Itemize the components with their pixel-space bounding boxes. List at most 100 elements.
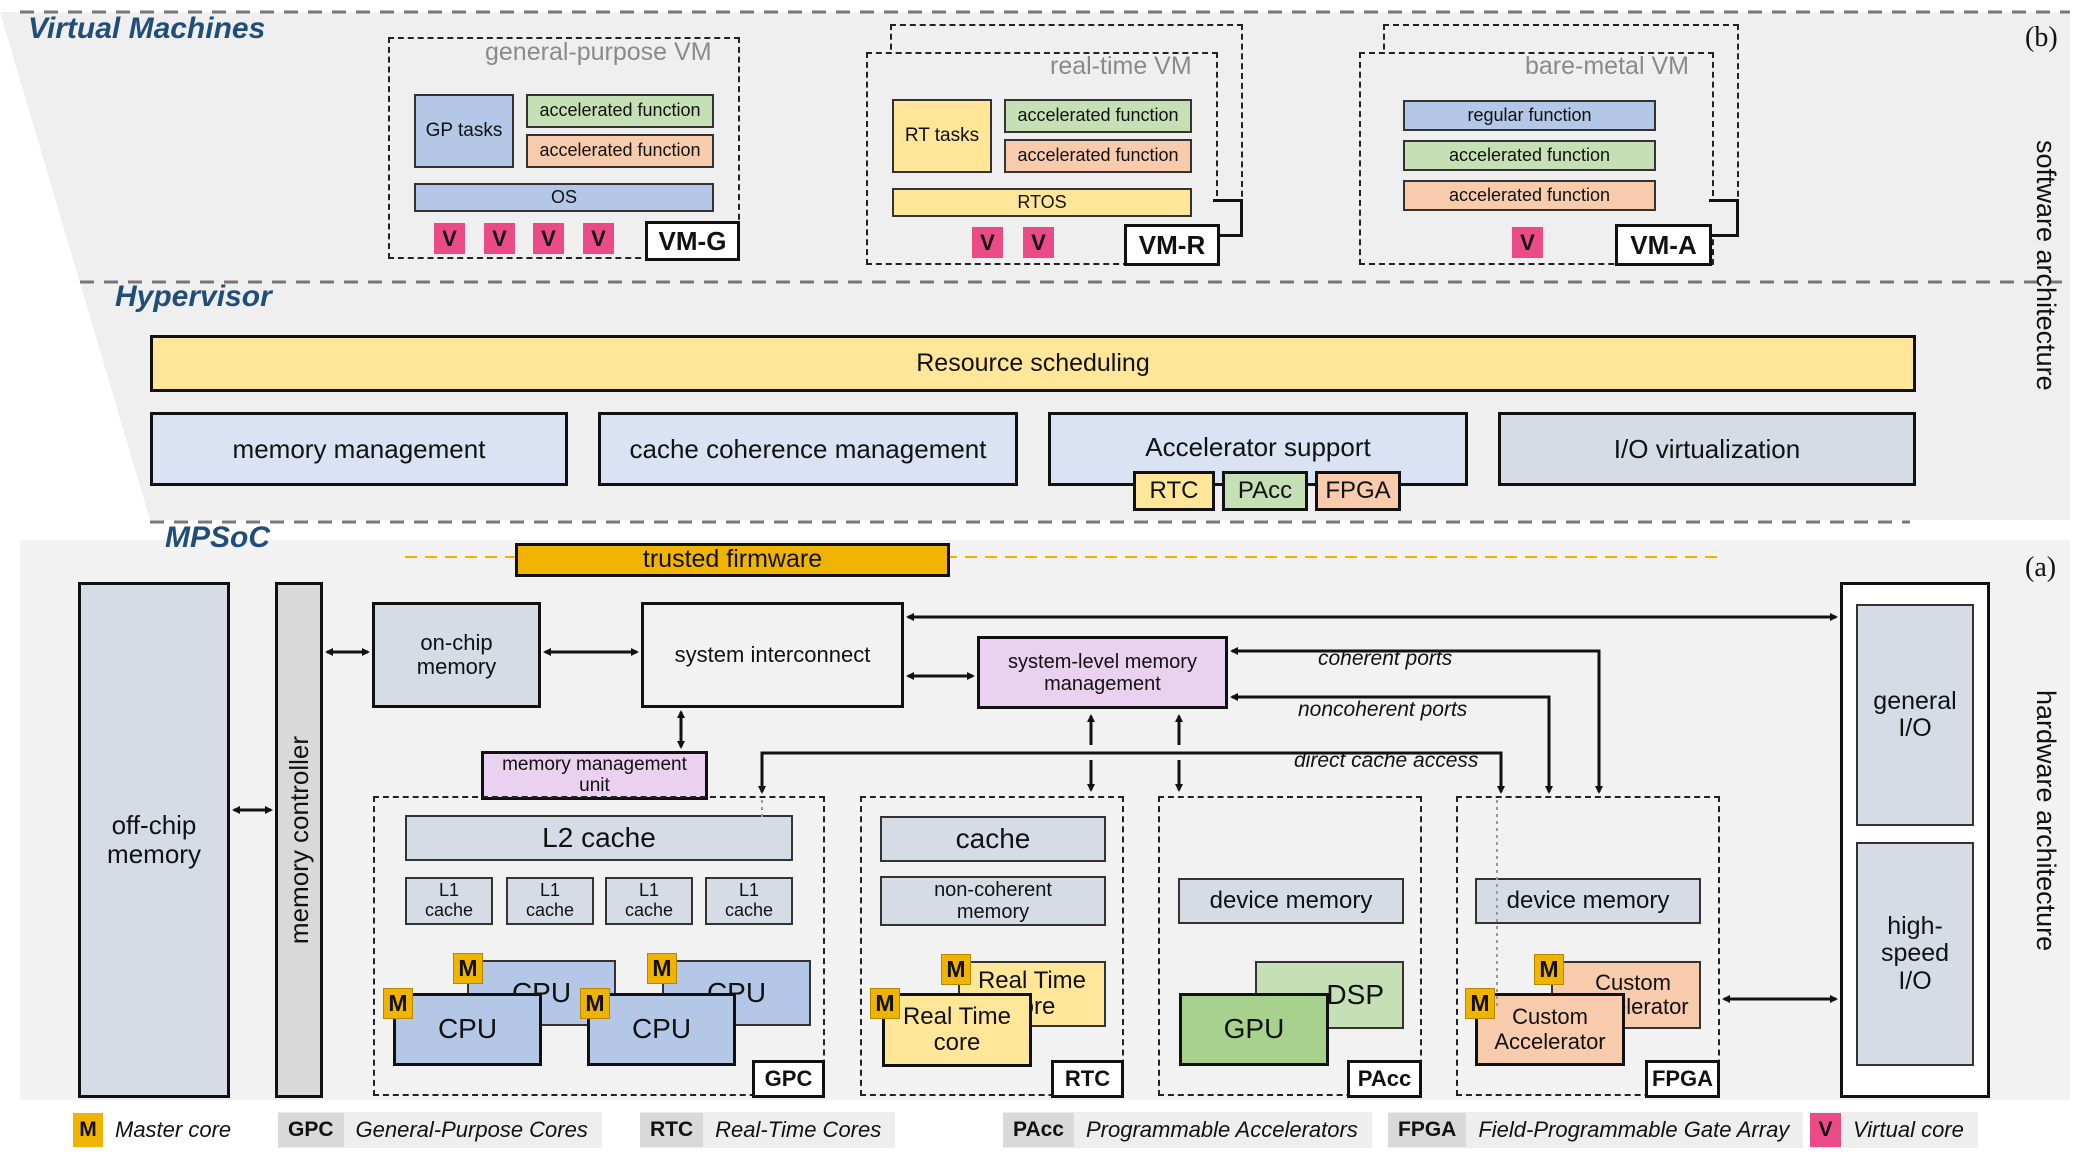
software-architecture-label: software architecture bbox=[2031, 140, 2061, 391]
vm-g-os: OS bbox=[414, 183, 714, 212]
pacc-device-memory: device memory bbox=[1178, 878, 1404, 924]
rtc-cache: cache bbox=[880, 816, 1106, 862]
gpc-master-core-4: M bbox=[580, 988, 610, 1019]
gpc-frame bbox=[373, 796, 825, 1096]
legend-gpc-key: GPC bbox=[278, 1113, 344, 1147]
l1-cache-3: L1 cache bbox=[605, 877, 693, 925]
vm-r-stack-tab bbox=[1213, 199, 1243, 237]
l1-cache-1: L1 cache bbox=[405, 877, 493, 925]
vm-r-vcore-2: V bbox=[1023, 227, 1054, 258]
system-interconnect: system interconnect bbox=[641, 602, 904, 708]
mpsoc-title: MPSoC bbox=[165, 521, 270, 554]
vm-a-accel-1: accelerated function bbox=[1403, 140, 1656, 171]
legend-fpga: FPGA Field-Programmable Gate Array bbox=[1388, 1112, 1804, 1148]
l2-cache: L2 cache bbox=[405, 815, 793, 861]
legend-virtual-core: V Virtual core bbox=[1810, 1112, 1978, 1148]
legend-rtc-text: Real-Time Cores bbox=[715, 1117, 882, 1142]
fpga-frame bbox=[1456, 796, 1720, 1096]
fpga-tag: FPGA bbox=[1645, 1060, 1720, 1098]
vm-a-title: bare-metal VM bbox=[1525, 52, 1689, 80]
on-chip-memory: on-chip memory bbox=[372, 602, 541, 708]
fpga-device-memory: device memory bbox=[1475, 878, 1701, 924]
gpc-tag: GPC bbox=[752, 1060, 825, 1098]
high-speed-io: high-speed I/O bbox=[1856, 842, 1974, 1066]
vm-g-title: general-purpose VM bbox=[485, 38, 712, 66]
l1-cache-4: L1 cache bbox=[705, 877, 793, 925]
vm-r-tag: VM-R bbox=[1124, 224, 1220, 266]
virtual-machines-title: Virtual Machines bbox=[28, 12, 266, 45]
vm-a-regular-function: regular function bbox=[1403, 100, 1656, 131]
hv-pacc: PAcc bbox=[1222, 471, 1308, 511]
vm-g-frame bbox=[388, 37, 740, 259]
vm-g-accel-1: accelerated function bbox=[526, 94, 714, 128]
legend-master-core: M Master core bbox=[73, 1112, 245, 1148]
accelerator-support-label: Accelerator support bbox=[1145, 431, 1371, 462]
pacc-tag: PAcc bbox=[1347, 1060, 1422, 1098]
legend-pacc-text: Programmable Accelerators bbox=[1085, 1117, 1358, 1142]
fpga-master-core-2: M bbox=[1465, 988, 1495, 1019]
cache-coherence-management: cache coherence management bbox=[598, 412, 1018, 486]
off-chip-memory: off-chip memory bbox=[78, 582, 230, 1098]
gpc-master-core-3: M bbox=[383, 988, 413, 1019]
vm-r-accel-1: accelerated function bbox=[1004, 99, 1192, 133]
coherent-ports-link bbox=[1230, 647, 1603, 794]
gpc-master-core-2: M bbox=[647, 953, 677, 984]
legend-master-key: M bbox=[73, 1113, 103, 1147]
legend-fpga-key: FPGA bbox=[1388, 1113, 1467, 1147]
legend-master-text: Master core bbox=[115, 1117, 232, 1142]
vm-a-accel-2: accelerated function bbox=[1403, 180, 1656, 211]
cpu-front-1: CPU bbox=[393, 993, 542, 1066]
vm-g-accel-2: accelerated function bbox=[526, 134, 714, 168]
gpu: GPU bbox=[1179, 993, 1329, 1066]
vm-g-vcore-3: V bbox=[533, 223, 564, 254]
vm-r-vcore-1: V bbox=[972, 227, 1003, 258]
hypervisor-title: Hypervisor bbox=[115, 280, 272, 313]
label-a: (a) bbox=[2025, 552, 2057, 583]
vm-a-tag: VM-A bbox=[1615, 224, 1712, 266]
gpc-master-core-1: M bbox=[453, 953, 483, 984]
general-io: general I/O bbox=[1856, 604, 1974, 826]
rtc-master-core-1: M bbox=[941, 954, 971, 985]
hv-rtc: RTC bbox=[1133, 471, 1215, 511]
vm-r-accel-2: accelerated function bbox=[1004, 139, 1192, 173]
gp-tasks: GP tasks bbox=[414, 94, 514, 168]
memory-controller bbox=[275, 582, 323, 1098]
legend-virtual-text: Virtual core bbox=[1853, 1117, 1964, 1142]
rt-tasks: RT tasks bbox=[892, 99, 992, 173]
rtc-tag: RTC bbox=[1051, 1060, 1124, 1098]
non-coherent-memory: non-coherent memory bbox=[880, 876, 1106, 926]
vm-r-title: real-time VM bbox=[1050, 52, 1192, 80]
custom-accelerator-front: Custom Accelerator bbox=[1475, 993, 1625, 1066]
memory-management: memory management bbox=[150, 412, 568, 486]
vm-g-vcore-1: V bbox=[434, 223, 465, 254]
legend-pacc: PAcc Programmable Accelerators bbox=[1003, 1112, 1372, 1148]
vm-g-vcore-2: V bbox=[484, 223, 515, 254]
vm-g-vcore-4: V bbox=[583, 223, 614, 254]
legend-gpc: GPC General-Purpose Cores bbox=[278, 1112, 602, 1148]
legend-pacc-key: PAcc bbox=[1003, 1113, 1074, 1147]
pacc-frame bbox=[1158, 796, 1422, 1096]
legend-gpc-text: General-Purpose Cores bbox=[355, 1117, 588, 1142]
cpu-front-2: CPU bbox=[587, 993, 736, 1066]
noncoherent-ports-link bbox=[1230, 693, 1553, 794]
memory-management-unit: memory management unit bbox=[481, 751, 708, 800]
rtc-frame bbox=[860, 796, 1124, 1096]
rtc-master-core-2: M bbox=[870, 988, 900, 1019]
legend-fpga-text: Field-Programmable Gate Array bbox=[1478, 1117, 1790, 1142]
system-level-memory-management: system-level memory management bbox=[977, 636, 1228, 709]
vm-a-vcore-1: V bbox=[1512, 227, 1543, 258]
l1-cache-2: L1 cache bbox=[506, 877, 594, 925]
io-virtualization: I/O virtualization bbox=[1498, 412, 1916, 486]
vm-r-rtos: RTOS bbox=[892, 188, 1192, 217]
vm-g-tag: VM-G bbox=[645, 221, 740, 261]
label-b: (b) bbox=[2025, 22, 2058, 53]
resource-scheduling: Resource scheduling bbox=[150, 335, 1916, 392]
trusted-firmware: trusted firmware bbox=[515, 543, 950, 577]
legend-rtc: RTC Real-Time Cores bbox=[640, 1112, 896, 1148]
fpga-master-core-1: M bbox=[1534, 954, 1564, 985]
direct-cache-access-link bbox=[758, 751, 1505, 794]
legend-virtual-key: V bbox=[1810, 1113, 1841, 1147]
hv-fpga: FPGA bbox=[1315, 471, 1401, 511]
